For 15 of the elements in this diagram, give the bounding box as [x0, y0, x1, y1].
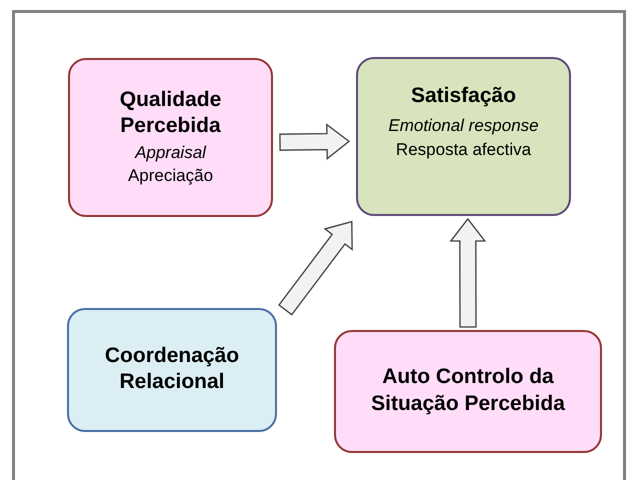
process-box: [67, 308, 277, 432]
node-title: Satisfação: [410, 83, 516, 110]
block-arrow: [450, 218, 486, 328]
process-box: [356, 57, 571, 216]
block-arrow: [278, 220, 353, 316]
node-text: Emotional response: [388, 115, 539, 137]
process-box: [68, 58, 273, 217]
process-box: [334, 330, 602, 453]
node-title: Auto Controlo da Situação Percebida: [370, 364, 566, 416]
node-text: Resposta afectiva: [396, 138, 532, 160]
node-text: Apreciação: [128, 164, 214, 186]
node-title: Coordenação Relacional: [104, 342, 240, 395]
node-text: Appraisal: [135, 142, 206, 163]
block-arrow: [279, 123, 350, 160]
node-title: Qualidade Percebida: [118, 87, 222, 140]
